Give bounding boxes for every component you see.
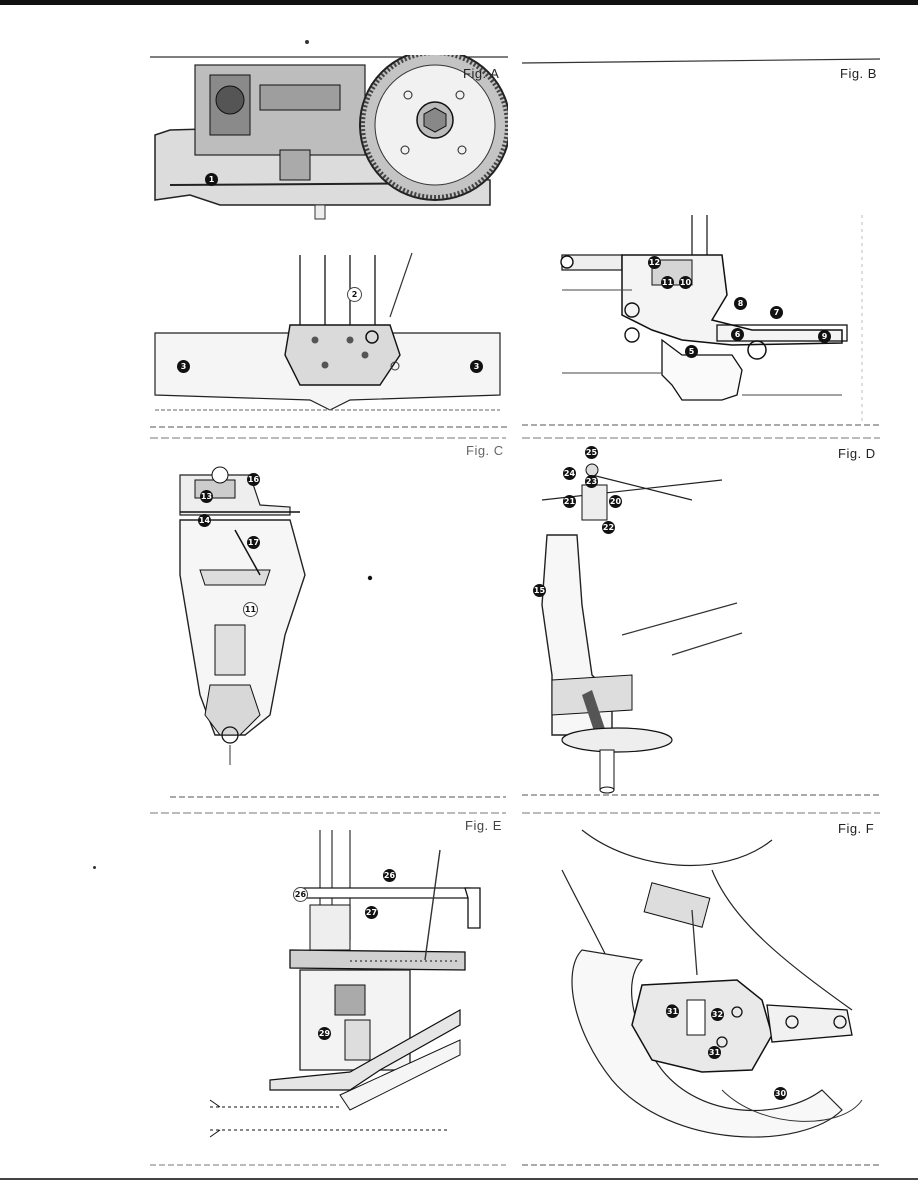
callout-7: 7 xyxy=(770,306,783,319)
figure-b: Fig. B 12 11 10 8 7 6 9 5 xyxy=(522,55,882,430)
callout-22: 22 xyxy=(602,521,615,534)
figure-b-label: Fig. B xyxy=(840,66,877,81)
callout-11-c: 11 xyxy=(243,602,258,617)
callout-25: 25 xyxy=(585,446,598,459)
figure-c-drawing xyxy=(150,437,506,798)
callout-10: 10 xyxy=(679,276,692,289)
callout-26: 26 xyxy=(383,869,396,882)
callout-26-left: 26 xyxy=(293,887,308,902)
callout-3-right: 3 xyxy=(470,360,483,373)
callout-31-top: 31 xyxy=(666,1005,679,1018)
callout-24: 24 xyxy=(563,467,576,480)
callout-27: 27 xyxy=(365,906,378,919)
callout-13: 13 xyxy=(200,490,213,503)
figure-f: Fig. F 31 32 31 30 xyxy=(522,810,882,1170)
callout-14: 14 xyxy=(198,514,211,527)
callout-9: 9 xyxy=(818,330,831,343)
callout-8: 8 xyxy=(734,297,747,310)
callout-23: 23 xyxy=(585,475,598,488)
speck xyxy=(305,40,309,44)
figure-d-label: Fig. D xyxy=(838,446,876,461)
figure-c: Fig. C 16 13 14 17 11 xyxy=(150,435,508,805)
bottom-border xyxy=(0,1178,918,1180)
callout-3-left: 3 xyxy=(177,360,190,373)
figure-e-drawing xyxy=(150,812,506,1166)
figure-b-drawing xyxy=(522,58,881,426)
callout-21: 21 xyxy=(563,495,576,508)
callout-32: 32 xyxy=(711,1008,724,1021)
figure-e-label: Fig. E xyxy=(465,818,502,833)
callout-12: 12 xyxy=(648,256,661,269)
callout-11: 11 xyxy=(661,276,674,289)
figure-d: Fig. D 25 24 23 21 20 22 15 xyxy=(522,435,882,805)
callout-16: 16 xyxy=(247,473,260,486)
callout-2: 2 xyxy=(347,287,362,302)
callout-31-bottom: 31 xyxy=(708,1046,721,1059)
figure-e: Fig. E 26 26 27 29 xyxy=(150,810,508,1170)
callout-29: 29 xyxy=(318,1027,331,1040)
callout-30: 30 xyxy=(774,1087,787,1100)
figure-d-drawing xyxy=(522,437,880,796)
callout-17: 17 xyxy=(247,536,260,549)
callout-5: 5 xyxy=(685,345,698,358)
figure-f-drawing xyxy=(522,812,880,1166)
figure-a-label: Fig. A xyxy=(463,66,500,81)
figure-f-label: Fig. F xyxy=(838,821,875,836)
figure-a-drawing xyxy=(150,55,508,428)
callout-20: 20 xyxy=(609,495,622,508)
callout-1: 1 xyxy=(205,173,218,186)
callout-15: 15 xyxy=(533,584,546,597)
top-border xyxy=(0,0,918,5)
figure-a: Fig. A 1 2 3 3 xyxy=(150,55,508,430)
speck xyxy=(93,866,96,869)
figure-c-label: Fig. C xyxy=(466,443,504,458)
callout-6: 6 xyxy=(731,328,744,341)
